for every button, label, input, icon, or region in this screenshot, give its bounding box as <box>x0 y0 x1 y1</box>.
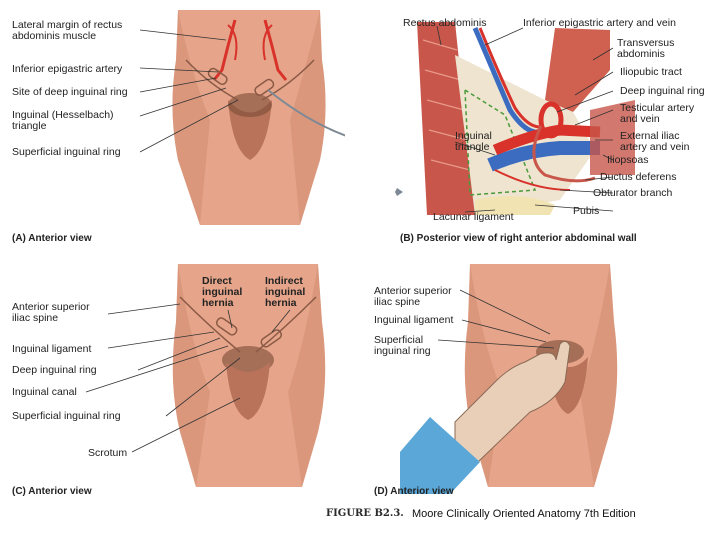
label-superficial-inguinal-ring-d: Superficial inguinal ring <box>374 334 431 357</box>
label-inferior-epigastric-artery-vein: Inferior epigastric artery and vein <box>523 17 676 29</box>
rectus-abdominis-muscle <box>417 22 475 215</box>
label-indirect-inguinal-hernia: Indirect inguinal hernia <box>265 275 306 309</box>
inferior-epigastric-artery <box>478 27 540 129</box>
inguinal-ligament-line-left <box>179 296 241 353</box>
label-superficial-inguinal-ring: Superficial inguinal ring <box>12 146 121 158</box>
deep-ring-right <box>254 78 275 97</box>
pubic-hair <box>222 346 274 374</box>
deep-ring-left <box>207 67 228 86</box>
pointer-arrow-a-to-b <box>267 89 345 137</box>
label-anterior-superior-iliac-spine-d: Anterior superior iliac spine <box>374 285 452 308</box>
source-credit: Moore Clinically Oriented Anatomy 7th Ed… <box>412 508 636 520</box>
label-deep-inguinal-ring: Deep inguinal ring <box>620 85 705 97</box>
panel-d: Anterior superior iliac spine Inguinal l… <box>360 262 720 505</box>
obturator-branch <box>494 169 571 191</box>
label-inguinal-canal: Inguinal canal <box>12 386 77 398</box>
ductus-deferens <box>532 125 596 183</box>
iliopsoas-muscle <box>590 100 635 175</box>
panel-d-illustration <box>400 264 618 494</box>
panel-b-illustration <box>395 22 635 215</box>
external-iliac-vein <box>487 141 600 172</box>
inguinal-triangle-outline <box>464 88 537 196</box>
label-superficial-inguinal-ring-c: Superficial inguinal ring <box>12 410 121 422</box>
label-inguinal-triangle: Inguinal (Hesselbach) triangle <box>12 109 114 132</box>
label-direct-inguinal-hernia: Direct inguinal hernia <box>202 275 243 309</box>
panel-a: Lateral margin of rectus abdominis muscl… <box>0 0 345 250</box>
label-obturator-branch: Obturator branch <box>593 187 673 199</box>
label-iliopsoas: Iliopsoas <box>607 154 649 166</box>
label-inguinal-ligament-c: Inguinal ligament <box>12 343 92 355</box>
inguinal-ligament-line-right <box>261 59 315 101</box>
pubic-hair <box>228 93 272 117</box>
label-ductus-deferens: Ductus deferens <box>600 171 677 183</box>
label-external-iliac-artery-vein: External iliac artery and vein <box>620 130 690 153</box>
inguinal-ligament-line-left <box>185 59 239 101</box>
label-deep-inguinal-ring-c: Deep inguinal ring <box>12 364 97 376</box>
transversus-abdominis-muscle <box>545 28 610 112</box>
direct-hernia-site <box>215 317 238 336</box>
label-rectus-abdominis: Rectus abdominis <box>403 17 487 29</box>
label-iliopubic-tract: Iliopubic tract <box>620 66 682 78</box>
inguinal-ligament-line-right <box>255 296 317 353</box>
figure-label: FIGURE B2.3. <box>326 508 404 519</box>
panel-a-illustration <box>139 10 345 225</box>
glove-cuff <box>400 417 480 494</box>
label-lacunar-ligament: Lacunar ligament <box>433 211 514 223</box>
deep-inguinal-ring <box>538 101 564 139</box>
label-anterior-superior-iliac-spine-c: Anterior superior iliac spine <box>12 301 90 324</box>
label-inguinal-ligament-d: Inguinal ligament <box>374 314 454 326</box>
caption-c: (C) Anterior view <box>12 486 92 497</box>
caption-b: (B) Posterior view of right anterior abd… <box>400 233 637 244</box>
panel-c: Direct inguinal hernia Indirect inguinal… <box>0 262 360 505</box>
inferior-epigastric-vein <box>472 27 536 135</box>
panel-c-illustration <box>85 264 326 487</box>
label-transversus-abdominis: Transversus abdominis <box>617 37 675 60</box>
caption-d: (D) Anterior view <box>374 486 454 497</box>
panel-b: Rectus abdominis Inferior epigastric art… <box>345 0 720 250</box>
indirect-hernia-site <box>260 329 283 348</box>
label-pubis: Pubis <box>573 205 600 217</box>
label-inguinal-triangle-b: Inguinal triangle <box>455 130 492 153</box>
label-site-deep-inguinal-ring: Site of deep inguinal ring <box>12 86 128 98</box>
inferior-epigastric-artery-right <box>263 19 288 81</box>
inferior-epigastric-artery-left <box>212 19 237 81</box>
genital-region <box>226 362 270 420</box>
caption-a: (A) Anterior view <box>12 233 92 244</box>
label-testicular-artery-vein: Testicular artery and vein <box>620 102 695 125</box>
label-inferior-epigastric-artery: Inferior epigastric artery <box>12 63 123 75</box>
label-scrotum: Scrotum <box>88 447 128 459</box>
label-lateral-margin-rectus: Lateral margin of rectus abdominis muscl… <box>12 19 123 42</box>
